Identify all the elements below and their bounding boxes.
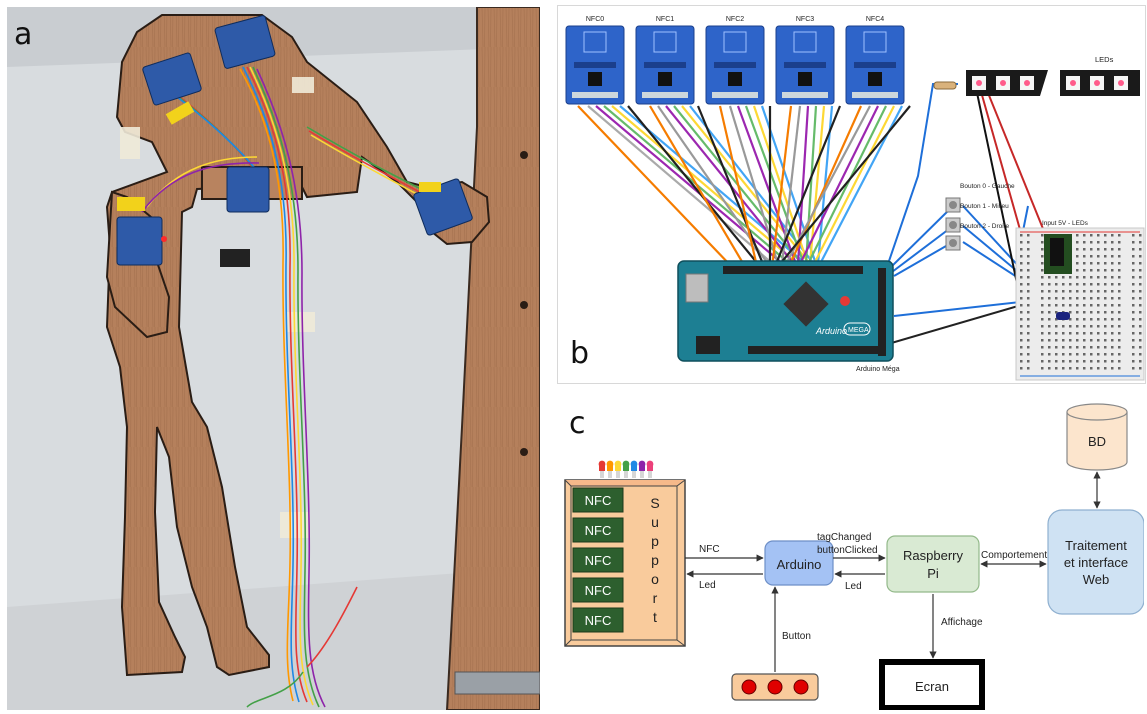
push-buttons [945,197,961,251]
button-label-1: Bouton 1 - Milieu [960,203,1009,210]
wiring-diagram: NFC0 NFC1 NFC2 NFC3 NFC4 LEDs Bouton 0 - Gau… [565,16,1145,381]
ecran-label: Ecran [915,679,949,694]
database-label: BD [1088,434,1106,449]
nfc-tag-label-4: NFC [585,613,612,628]
nfc-board-2: NFC2 [705,16,765,105]
wire-bundle [141,66,432,708]
edge-led-right: Led [845,581,862,592]
panel-c-letter: c [569,406,586,441]
button-label-2: Bouton 2 - Droite [960,223,1010,230]
nfc-tag-label-3: NFC [585,583,612,598]
body-model-photo [7,7,540,710]
raspberry-label-2: Pi [927,566,939,581]
nfc-board-label-2: NFC2 [726,16,744,23]
nfc-tag-2 [572,547,624,573]
edge-button: Button [782,631,811,642]
belly-marker [220,249,250,267]
led-strip [966,70,1140,96]
support-letter-4: o [651,571,659,587]
support-letter-0: S [650,495,659,511]
resistor [933,81,957,90]
traitement-node [1047,509,1144,615]
panel-b-letter: b [570,336,590,371]
nfc-board-4: NFC4 [845,16,905,105]
nfc-board-3: NFC3 [775,16,835,105]
raspberry-pi-node [886,535,980,593]
raspberry-label-1: Raspberry [903,548,963,563]
arduino-label: Arduino Méga [856,366,900,373]
input-label: Input 5V - LEDs [1042,220,1089,227]
support-letter-3: p [651,552,659,568]
edges [685,471,1101,672]
support-letter-1: u [651,514,659,530]
board-brand: Arduino [815,326,847,336]
nfc-reader-photo [116,15,473,266]
edge-led-left: Led [699,580,716,591]
traitement-label-2: et interface [1064,555,1128,570]
nfc-tag-3 [572,577,624,603]
arduino-node [764,540,834,586]
panel-a-letter: a [14,17,33,52]
traitement-label-3: Web [1083,572,1110,587]
button-label-0: Bouton 0 - Gauche [960,183,1015,190]
arduino-mega-board: Arduino MEGA [677,260,894,362]
traitement-label-1: Traitement [1065,538,1127,553]
ecran-node [879,659,985,710]
support-letter-5: r [653,590,658,606]
arduino-node-label: Arduino [777,557,822,572]
wiring-diagram-panel: NFC0 NFC1 NFC2 NFC3 NFC4 LEDs Bouton 0 - Gau… [557,5,1146,384]
push-button-0 [741,679,757,695]
edge-tag-changed: tagChanged [817,532,872,543]
nfc-tag-1 [572,517,624,543]
push-button-1 [767,679,783,695]
nfc-tag-label-1: NFC [585,523,612,538]
edge-affichage: Affichage [941,617,983,628]
support-letter-2: p [651,533,659,549]
database-node [1066,403,1128,471]
edge-comportement: Comportement [981,550,1047,561]
nfc-tag-label-0: NFC [585,493,612,508]
nfc-board-label-1: NFC1 [656,16,674,23]
board-model: MEGA [848,327,869,334]
nfc-board-0: NFC0 [565,16,625,105]
nfc-tag-4 [572,607,624,633]
breadboard [1015,227,1145,381]
nfc-tag-label-2: NFC [585,553,612,568]
edge-button-clicked: buttonClicked [817,545,878,556]
nfc-board-1: NFC1 [635,16,695,105]
photo-panel: a [7,7,540,710]
nfc-board-label-3: NFC3 [796,16,814,23]
edge-nfc: NFC [699,544,720,555]
nfc-board-label-0: NFC0 [586,16,604,23]
push-button-2 [793,679,809,695]
nfc-board-label-4: NFC4 [866,16,884,23]
led-row [598,460,654,478]
leds-label: LEDs [1095,55,1114,64]
support-letter-6: t [653,609,657,625]
nfc-tag-0 [572,487,624,513]
spare-wood-board [445,7,540,710]
